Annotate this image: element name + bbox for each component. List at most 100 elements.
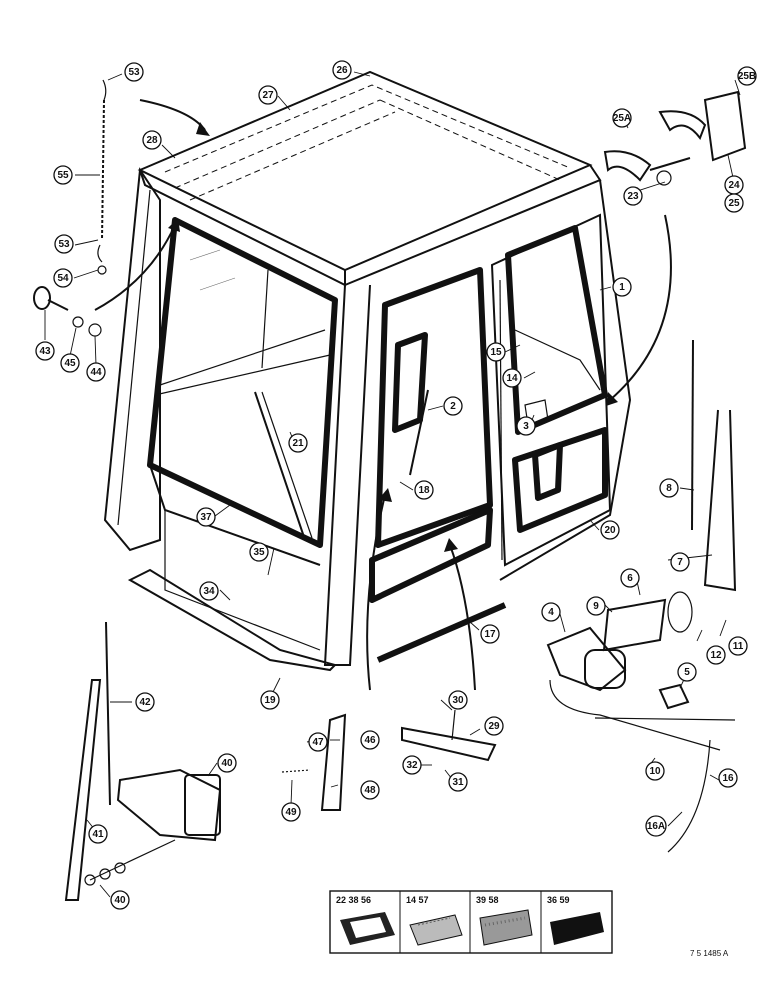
callout-46: 46 (360, 730, 380, 750)
callout-circle (737, 66, 757, 86)
callout-23: 23 (623, 186, 643, 206)
callout-label: 16A (647, 821, 665, 832)
callout-label: 2 (450, 401, 456, 412)
callout-label: 28 (146, 135, 158, 146)
callout-31: 31 (448, 772, 468, 792)
callout-2: 2 (443, 396, 463, 416)
callout-circle (443, 396, 463, 416)
callout-label: 54 (57, 273, 69, 284)
callout-circle (288, 433, 308, 453)
callout-37: 37 (196, 507, 216, 527)
callout-label: 34 (203, 586, 215, 597)
callout-label: 49 (285, 807, 297, 818)
callout-32: 32 (402, 755, 422, 775)
cab-body (103, 70, 632, 672)
callout-label: 15 (490, 347, 502, 358)
seal-legend: 22 38 56 14 57 39 58 36 59 (329, 890, 613, 954)
callout-label: 46 (364, 735, 376, 746)
callout-29: 29 (484, 716, 504, 736)
callout-label: 25A (613, 113, 631, 124)
callout-label: 10 (649, 766, 661, 777)
callout-circle (645, 761, 665, 781)
callout-circle (706, 645, 726, 665)
callout-53: 53 (54, 234, 74, 254)
legend-label-3: 39 58 (476, 895, 499, 905)
callout-circle (258, 85, 278, 105)
callout-circle (502, 368, 522, 388)
callout-28: 28 (142, 130, 162, 150)
callout-circle (53, 268, 73, 288)
callout-circle (60, 353, 80, 373)
callout-30: 30 (448, 690, 468, 710)
callout-label: 32 (406, 760, 418, 771)
callout-circle (308, 732, 328, 752)
callout-25: 25 (724, 193, 744, 213)
callout-34: 34 (199, 581, 219, 601)
callout-7: 7 (670, 552, 690, 572)
callout-label: 11 (733, 641, 744, 652)
callout-5: 5 (677, 662, 697, 682)
legend-label-4: 36 59 (547, 895, 570, 905)
callout-14: 14 (502, 368, 522, 388)
callout-circle (281, 802, 301, 822)
seal-profile-sponge-icon (409, 914, 463, 946)
callout-label: 16 (722, 773, 734, 784)
callout-label: 4 (548, 607, 554, 618)
callout-circle (600, 520, 620, 540)
callout-label: 31 (452, 777, 464, 788)
small-parts (33, 79, 747, 901)
legend-label-2: 14 57 (406, 895, 429, 905)
callout-circle (217, 753, 237, 773)
callout-44: 44 (86, 362, 106, 382)
callout-label: 20 (604, 525, 616, 536)
callout-circle (448, 772, 468, 792)
callout-label: 9 (593, 601, 599, 612)
callout-17: 17 (480, 624, 500, 644)
callout-40: 40 (110, 890, 130, 910)
callout-45: 45 (60, 353, 80, 373)
callout-label: 14 (506, 373, 518, 384)
callout-circle (54, 234, 74, 254)
callout-15: 15 (486, 342, 506, 362)
callout-55: 55 (53, 165, 73, 185)
callout-circle (402, 755, 422, 775)
callout-circle (124, 62, 144, 82)
callout-circle (718, 768, 738, 788)
callout-label: 30 (452, 695, 464, 706)
callout-label: 1 (619, 282, 625, 293)
callout-label: 19 (264, 695, 276, 706)
callout-label: 55 (57, 170, 69, 181)
callout-label: 41 (92, 829, 104, 840)
seal-profile-channel-icon (340, 912, 395, 945)
callout-label: 7 (677, 557, 683, 568)
callout-circle (623, 186, 643, 206)
callout-label: 48 (364, 785, 376, 796)
callout-circle (586, 596, 606, 616)
callout-label: 17 (484, 629, 496, 640)
seal-profile-block-icon (479, 909, 533, 946)
callout-48: 48 (360, 780, 380, 800)
callout-circle (249, 542, 269, 562)
callout-circle (659, 478, 679, 498)
callout-circle (486, 342, 506, 362)
callout-circle (728, 636, 748, 656)
callout-circle (196, 507, 216, 527)
callout-10: 10 (645, 761, 665, 781)
drawing-code: 7 5 1485 A (690, 949, 729, 958)
callout-circle (110, 890, 130, 910)
callout-circle (541, 602, 561, 622)
callout-label: 25 (728, 198, 740, 209)
callout-16a: 16A (645, 815, 667, 837)
callout-circle (724, 193, 744, 213)
callout-circle (480, 624, 500, 644)
callout-40: 40 (217, 753, 237, 773)
callout-circle (612, 277, 632, 297)
callout-label: 27 (262, 90, 274, 101)
seal-profile-strip-icon (550, 912, 604, 945)
callout-12: 12 (706, 645, 726, 665)
callout-circle (620, 568, 640, 588)
callout-label: 29 (488, 721, 500, 732)
callout-circle (516, 416, 536, 436)
callout-1: 1 (612, 277, 632, 297)
callout-label: 24 (728, 180, 740, 191)
